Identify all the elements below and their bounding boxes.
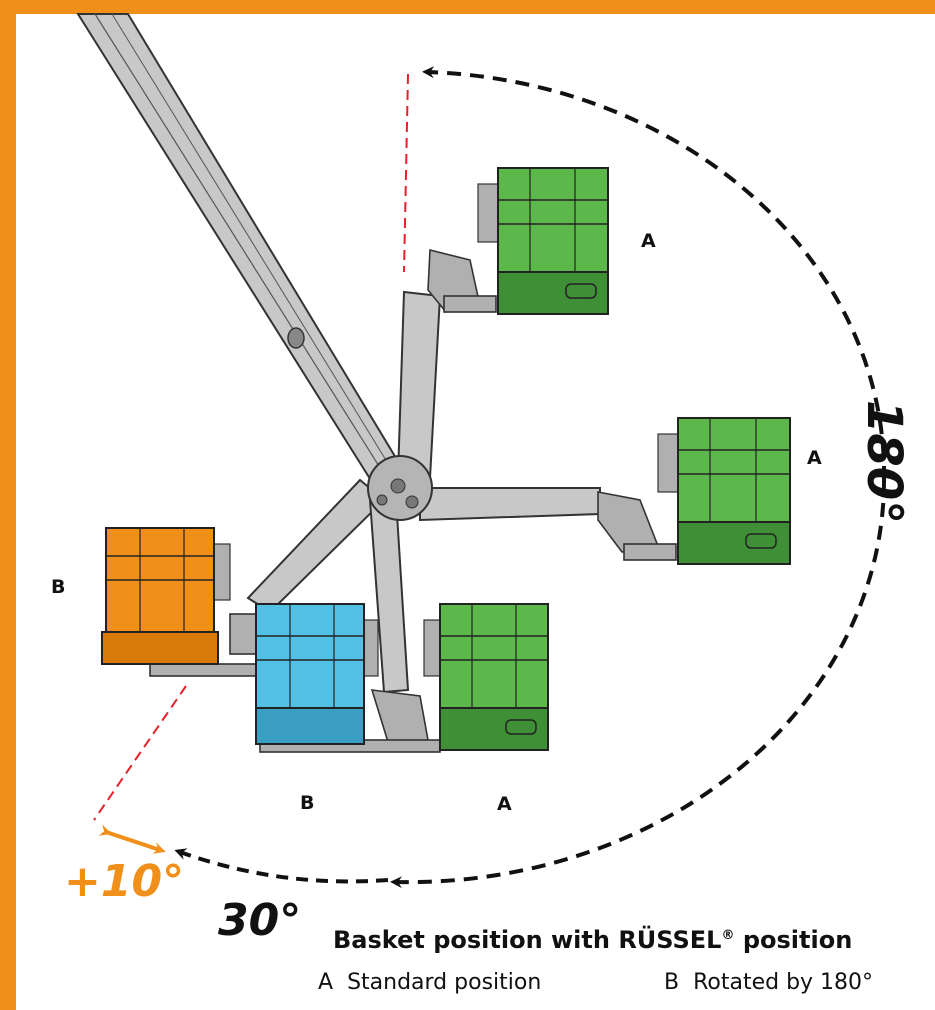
legend-rotated: B Rotated by 180° bbox=[664, 970, 873, 995]
angle-plus-10: +10° bbox=[64, 856, 184, 907]
frame-left bbox=[0, 0, 16, 1010]
reference-line-bottom bbox=[93, 685, 187, 821]
legend-a-text: Standard position bbox=[347, 970, 542, 995]
legend-a-key: A bbox=[318, 970, 334, 995]
angle-30: 30° bbox=[218, 895, 301, 946]
label-a-top: A bbox=[641, 230, 656, 252]
legend-b-key: B bbox=[664, 970, 680, 995]
basket-a-top bbox=[477, 167, 609, 315]
basket-a-bottom bbox=[423, 603, 549, 751]
arc-30 bbox=[174, 848, 389, 884]
caption-title-pre: Basket position with RÜSSEL bbox=[333, 926, 722, 954]
label-a-right: A bbox=[807, 447, 822, 469]
caption-title-reg: ® bbox=[721, 928, 735, 943]
legend-b-text: Rotated by 180° bbox=[693, 970, 874, 995]
jib-arms bbox=[246, 290, 601, 694]
basket-b-blue bbox=[255, 603, 379, 745]
frame-top bbox=[0, 0, 935, 14]
arc-180 bbox=[422, 66, 887, 481]
main-boom bbox=[76, 13, 404, 484]
label-b-bottom: B bbox=[300, 792, 314, 814]
basket-a-right bbox=[657, 417, 791, 565]
reference-line-top bbox=[403, 73, 409, 273]
label-b-left: B bbox=[51, 576, 65, 598]
arrow-plus-10 bbox=[98, 824, 166, 854]
caption-title-post: position bbox=[734, 926, 853, 954]
arc-180-lower bbox=[390, 479, 886, 889]
legend-standard: A Standard position bbox=[318, 970, 541, 995]
caption-title: Basket position with RÜSSEL® position bbox=[333, 926, 852, 954]
label-a-bottom: A bbox=[497, 793, 512, 815]
basket-b-orange bbox=[101, 527, 231, 665]
angle-180: 180° bbox=[856, 400, 912, 524]
